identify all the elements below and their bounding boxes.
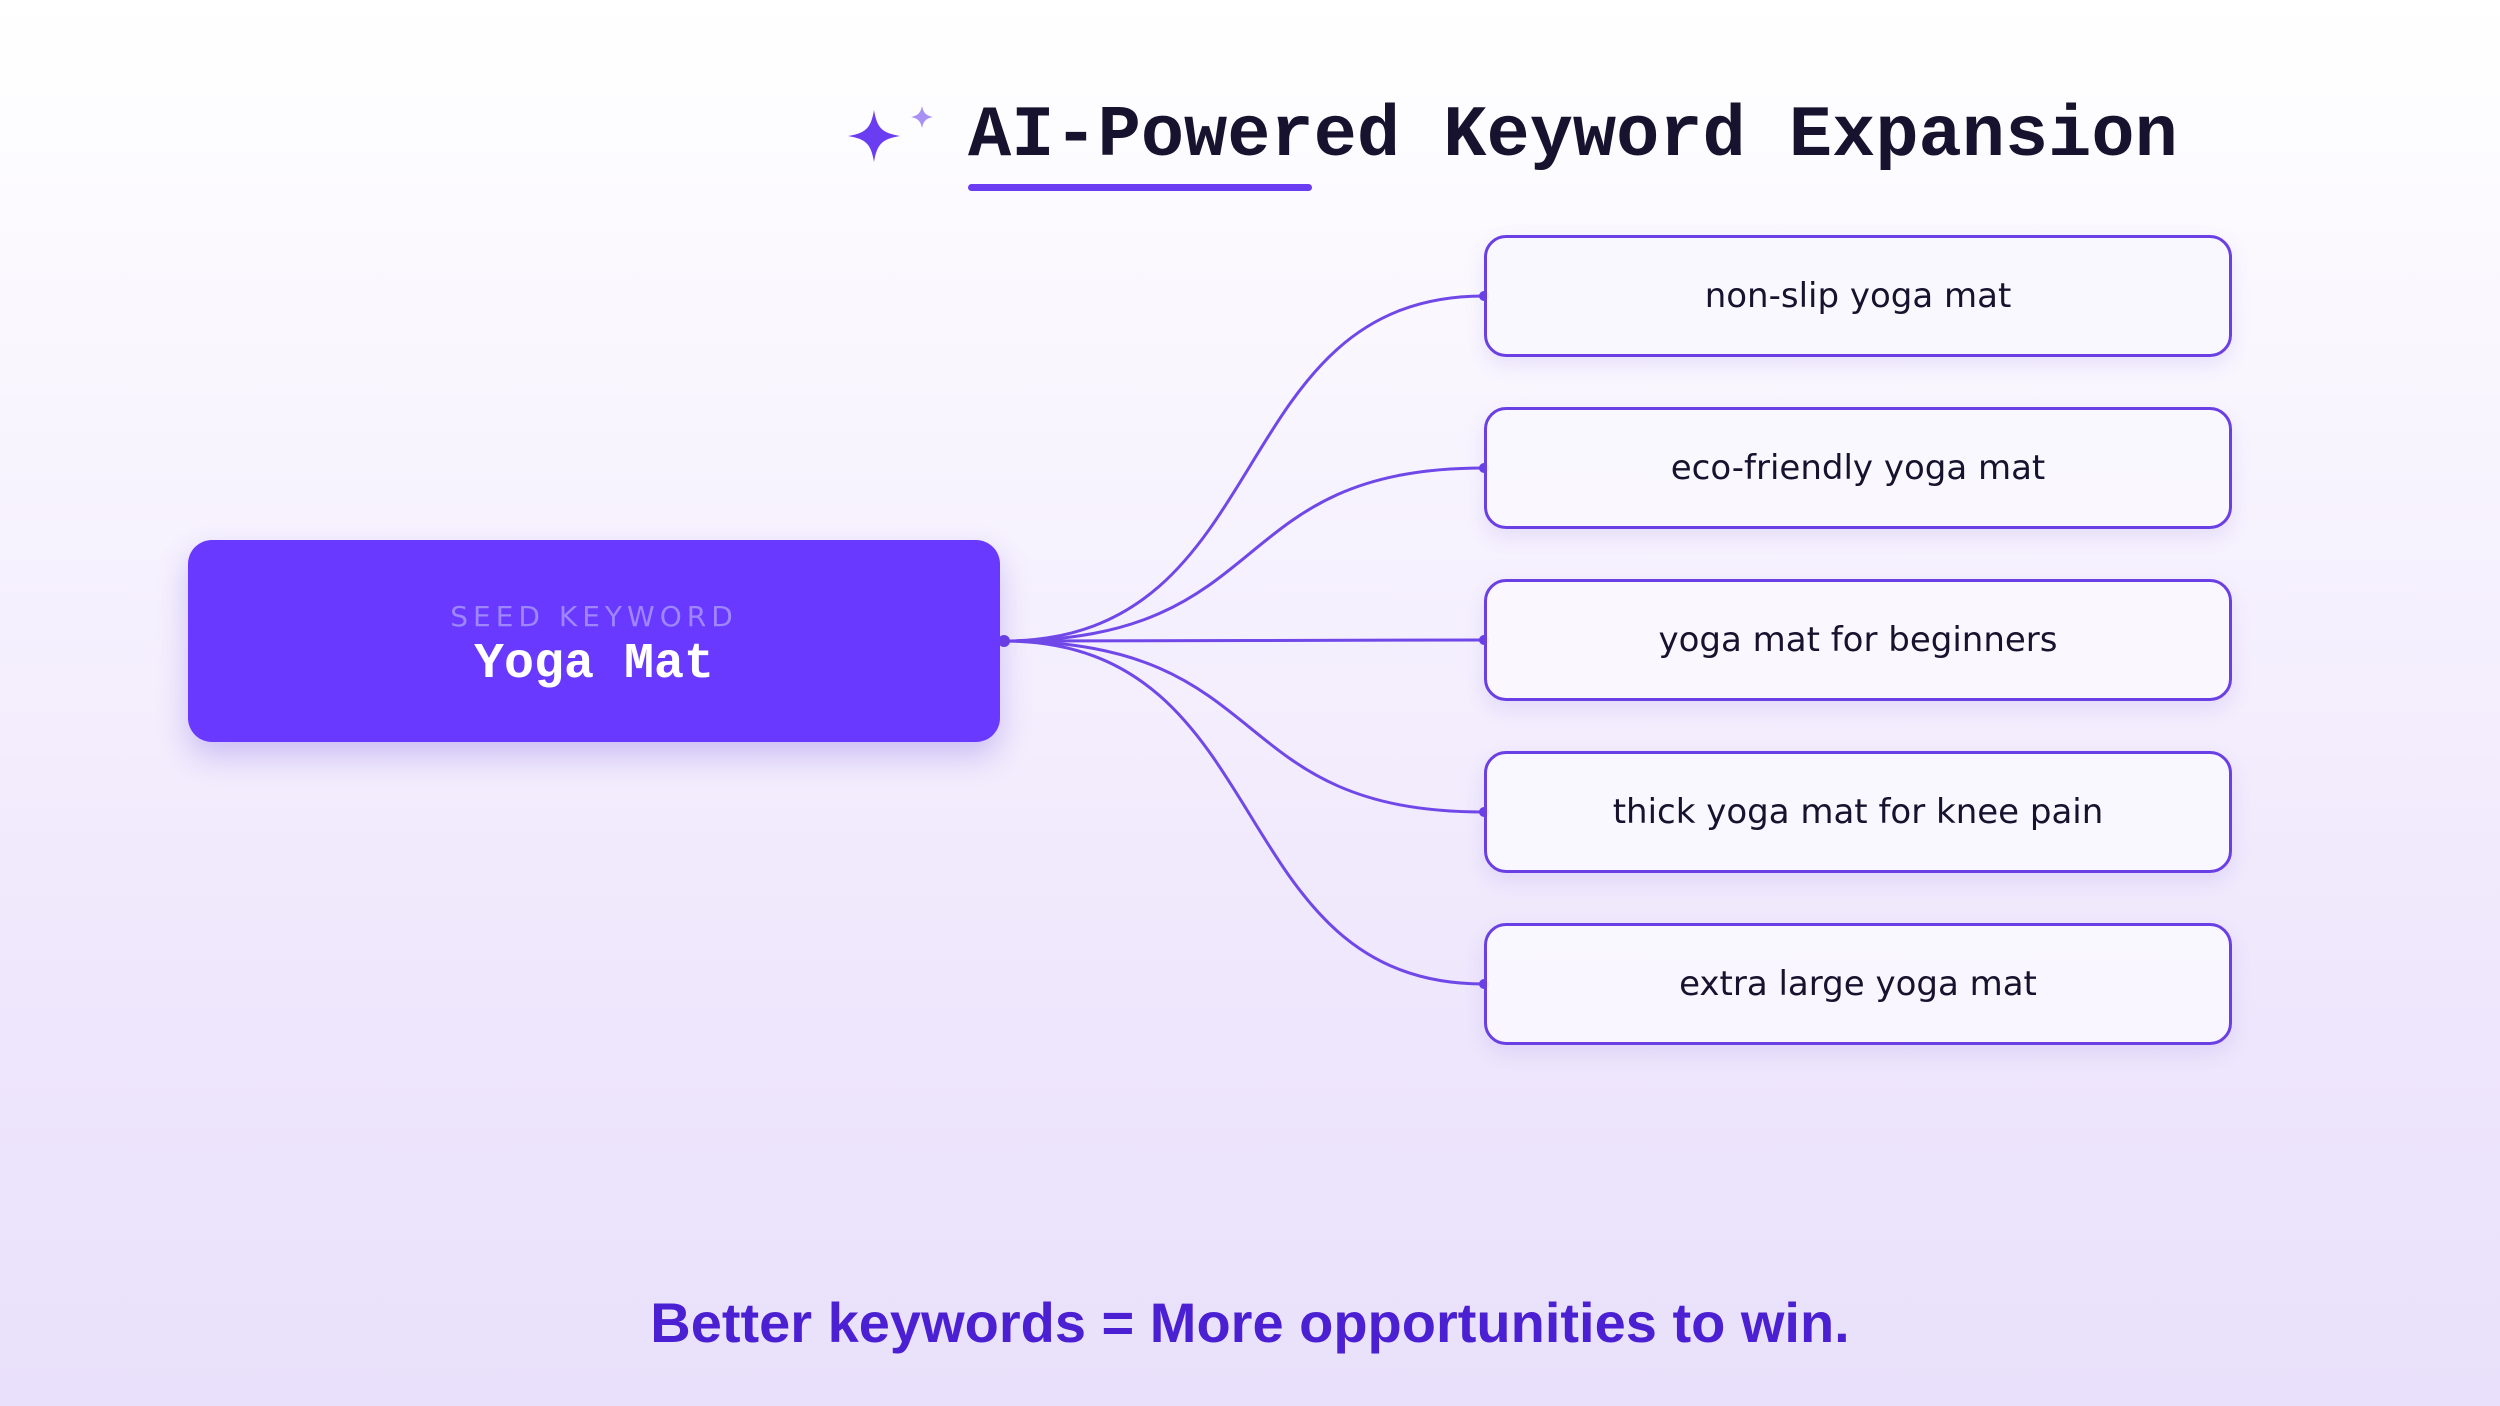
keyword-card: yoga mat for beginners xyxy=(1484,579,2232,701)
keyword-card: extra large yoga mat xyxy=(1484,923,2232,1045)
seed-keyword-label: SEED KEYWORD xyxy=(450,600,738,633)
keyword-text: extra large yoga mat xyxy=(1679,964,2037,1004)
connector-line-4 xyxy=(1003,639,1485,814)
keyword-text: yoga mat for beginners xyxy=(1658,620,2058,660)
page-title: AI-Powered Keyword Expansion xyxy=(968,95,2178,177)
connector-line-1 xyxy=(1003,294,1485,643)
header: AI-Powered Keyword Expansion xyxy=(0,0,2500,200)
keyword-text: eco-friendly yoga mat xyxy=(1670,448,2046,488)
keyword-text: thick yoga mat for knee pain xyxy=(1612,792,2104,832)
connector-line-5 xyxy=(1003,639,1485,986)
seed-keyword-card: SEED KEYWORD Yoga Mat xyxy=(188,540,1000,742)
connector-line-2 xyxy=(1003,466,1485,643)
keyword-card: thick yoga mat for knee pain xyxy=(1484,751,2232,873)
sparkle-icon xyxy=(848,106,933,162)
title-underline xyxy=(968,184,1312,191)
tagline: Better keywords = More opportunities to … xyxy=(650,1291,1850,1354)
connector-line-3 xyxy=(1003,638,1485,643)
keyword-card: non-slip yoga mat xyxy=(1484,235,2232,357)
keyword-text: non-slip yoga mat xyxy=(1704,276,2012,316)
seed-keyword-value: Yoga Mat xyxy=(473,636,715,693)
keyword-card: eco-friendly yoga mat xyxy=(1484,407,2232,529)
